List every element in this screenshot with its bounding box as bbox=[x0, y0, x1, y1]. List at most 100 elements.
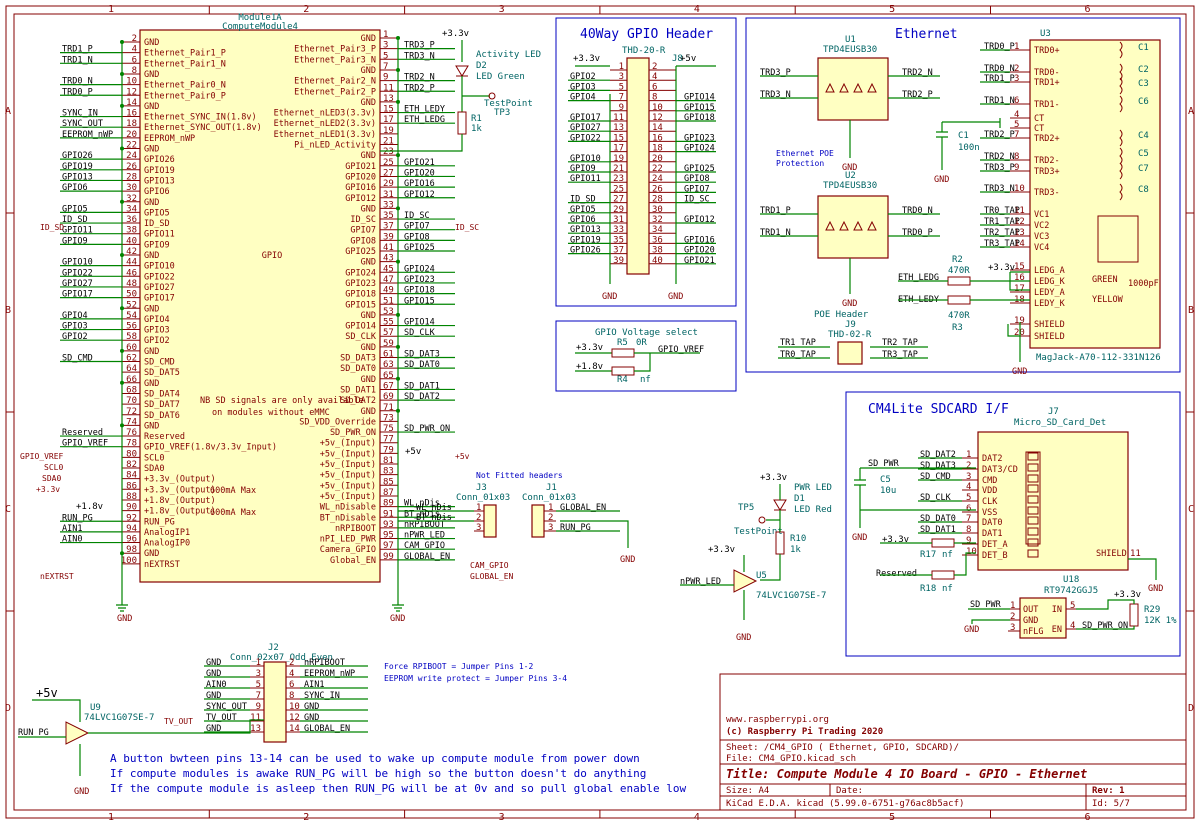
tvs-left-net: TRD3_N bbox=[760, 90, 791, 100]
label-id-sc: ID_SC bbox=[455, 223, 479, 232]
j2-right-net: SYNC_IN bbox=[304, 691, 340, 701]
sd-pin-name: DAT0 bbox=[982, 518, 1002, 528]
tb-date: Date: bbox=[836, 786, 863, 796]
sd-pin-name: CLK bbox=[982, 497, 998, 507]
module-pin-number: 12 bbox=[126, 87, 137, 97]
module-pin-number: 7 bbox=[383, 62, 388, 72]
magjack-pin-name: TRD0+ bbox=[1034, 46, 1060, 56]
j1-ref: J1 bbox=[546, 483, 557, 493]
module-pin-number: 11 bbox=[383, 83, 394, 93]
gpio-header-right-net: GPIO25 bbox=[684, 164, 715, 174]
sd-pin-number: 2 bbox=[966, 461, 971, 471]
tvs-left-net: TRD1_N bbox=[760, 228, 791, 238]
magjack-cap-ref: C5 bbox=[1138, 149, 1149, 159]
j3-pin-number: 1 bbox=[476, 503, 481, 513]
magjack-cap-ref: C6 bbox=[1138, 97, 1149, 107]
sd-v33: +3.3v bbox=[882, 535, 909, 545]
module-pin-number: 40 bbox=[126, 236, 137, 246]
sd-reserved: Reserved bbox=[876, 569, 917, 579]
gpio-header-pin-number: 15 bbox=[613, 133, 624, 143]
magjack-pin-name: LEDG_A bbox=[1034, 266, 1065, 276]
module-pin-number: 59 bbox=[383, 339, 394, 349]
tb-rev: Rev: 1 bbox=[1092, 786, 1125, 796]
module-pin-number: 26 bbox=[126, 162, 137, 172]
module-net-label: RUN_PG bbox=[62, 513, 93, 523]
gpio-header-right-net: GPIO20 bbox=[684, 246, 715, 256]
u18-pin-name: EN bbox=[1052, 625, 1062, 635]
j1-pin-number: 2 bbox=[548, 513, 553, 523]
module-net-label: GLOBAL_EN bbox=[404, 552, 450, 562]
magjack-pin-name: TRD1- bbox=[1034, 100, 1060, 110]
magjack-cap-ref: C7 bbox=[1138, 164, 1149, 174]
module-pin-number: 49 bbox=[383, 286, 394, 296]
module-pin-number: 89 bbox=[383, 499, 394, 509]
module-pin-number: 68 bbox=[126, 385, 137, 395]
module-net-label: AIN1 bbox=[62, 524, 82, 534]
sd-shield-n: 11 bbox=[1130, 549, 1141, 559]
magjack-pin-name: CT bbox=[1034, 114, 1044, 124]
u18-pin-number: 3 bbox=[1010, 623, 1015, 633]
gpio-header-pin-number: 34 bbox=[652, 225, 663, 235]
j2-left-net: GND bbox=[206, 669, 221, 679]
module-pin-number: 77 bbox=[383, 435, 394, 445]
j3-pin-number: 2 bbox=[476, 513, 481, 523]
module-pin-number: 42 bbox=[126, 247, 137, 257]
j2-pin-number: 12 bbox=[289, 713, 300, 723]
module-pin-number: 3 bbox=[383, 41, 388, 51]
module-net-label: SD_CLK bbox=[404, 328, 436, 338]
j2-left-net: GND bbox=[206, 691, 221, 701]
module-pin-number: 64 bbox=[126, 364, 137, 374]
module-pin-number: 1 bbox=[383, 30, 388, 40]
u1-value: TPD4EUSB30 bbox=[823, 45, 877, 55]
module-net-label: TRD3_N bbox=[404, 51, 435, 61]
gpio-header-left-net: GPIO22 bbox=[570, 133, 601, 143]
sd-pin-number: 9 bbox=[966, 536, 971, 546]
module-pin-number: 31 bbox=[383, 190, 394, 200]
j2-left-net: SYNC_OUT bbox=[206, 702, 247, 712]
module-pin-number: 20 bbox=[126, 130, 137, 140]
label-sda0: SDA0 bbox=[42, 474, 61, 483]
module-pin-name: SD_DAT7 bbox=[144, 400, 180, 410]
gpio-header-left-net: GPIO11 bbox=[570, 174, 601, 184]
u2-ref: U2 bbox=[845, 171, 856, 181]
gpio-header-pin-number: 16 bbox=[652, 133, 663, 143]
tb-url: www.raspberrypi.org bbox=[726, 715, 829, 725]
module-pin-number: 61 bbox=[383, 350, 394, 360]
frame-col-bottom: 4 bbox=[694, 812, 700, 823]
j2-pin-number: 5 bbox=[256, 680, 261, 690]
module-pin-name: GPIO6 bbox=[144, 187, 170, 197]
magjack-pin-number: 9 bbox=[1014, 163, 1019, 173]
u18-pin-number: 4 bbox=[1070, 621, 1075, 631]
module-pin-number: 17 bbox=[383, 115, 394, 125]
tp3-ref: TP3 bbox=[494, 108, 510, 118]
tb-file: File: CM4_GPIO.kicad_sch bbox=[726, 754, 856, 764]
module-pin-name: ID_SD bbox=[144, 219, 170, 229]
magjack-pin-name: TRD2+ bbox=[1034, 134, 1060, 144]
module-pin-name: GPIO7 bbox=[350, 226, 376, 236]
sd-pwr-out: SD_PWR bbox=[970, 600, 1002, 610]
sd-pin-name: VSS bbox=[982, 508, 997, 518]
note-1: A button bwteen pins 13-14 can be used t… bbox=[110, 752, 640, 765]
magjack-pin-name: TRD3- bbox=[1034, 188, 1060, 198]
module-pin-name: Ethernet_nLED1(3.3v) bbox=[274, 130, 376, 140]
module-pin-name: BT_nDisable bbox=[320, 513, 376, 523]
gpio-header-left-net: GPIO2 bbox=[570, 72, 596, 82]
magjack-net: TR0_TAP bbox=[984, 206, 1020, 216]
module-net-label: GPIO7 bbox=[404, 222, 430, 232]
module-pin-number: 32 bbox=[126, 194, 137, 204]
gpio-header-pin-number: 2 bbox=[652, 62, 657, 72]
u18-pin-number: 5 bbox=[1070, 601, 1075, 611]
magjack-pin-name: LEDG_K bbox=[1034, 277, 1066, 287]
module-net-label: SD_DAT3 bbox=[404, 350, 440, 360]
frame-col-top: 2 bbox=[303, 4, 309, 15]
magjack-net: TRD2_P bbox=[984, 130, 1015, 140]
gpio-header-right-net: GPIO15 bbox=[684, 103, 715, 113]
gpio-header-pin-number: 9 bbox=[619, 103, 624, 113]
u9-gnd: GND bbox=[74, 787, 89, 797]
gpio-header-pin-number: 24 bbox=[652, 174, 663, 184]
label-v18: +1.8v bbox=[76, 502, 103, 512]
gpio-header-left-net: GPIO19 bbox=[570, 235, 601, 245]
module-pin-name: GND bbox=[361, 34, 376, 44]
magjack-cap-ref: C3 bbox=[1138, 79, 1149, 89]
module-pin-name: Ethernet_Pair0_N bbox=[144, 81, 226, 91]
